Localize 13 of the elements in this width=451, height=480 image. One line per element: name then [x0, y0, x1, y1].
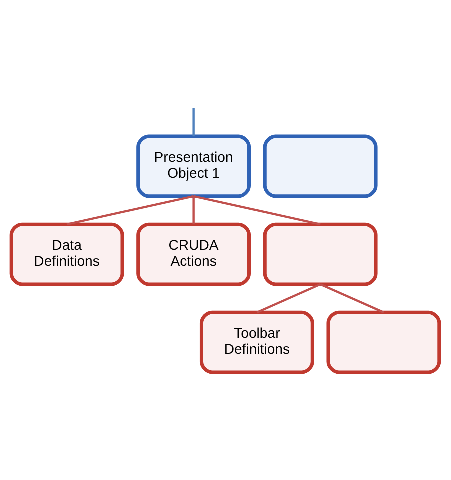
node-box	[263, 222, 378, 286]
node-box: Data Definitions	[10, 222, 124, 286]
node-box: Presentation Object 1	[136, 134, 252, 198]
node-box	[263, 134, 378, 198]
connector	[320, 283, 384, 314]
connector	[192, 196, 195, 225]
node-box: CRUDA Actions	[136, 222, 252, 286]
node-box	[326, 310, 442, 374]
node-box: Toolbar Definitions	[200, 310, 314, 374]
connector	[256, 283, 322, 314]
connector	[66, 195, 194, 226]
connector	[192, 108, 195, 137]
connector	[194, 195, 321, 226]
